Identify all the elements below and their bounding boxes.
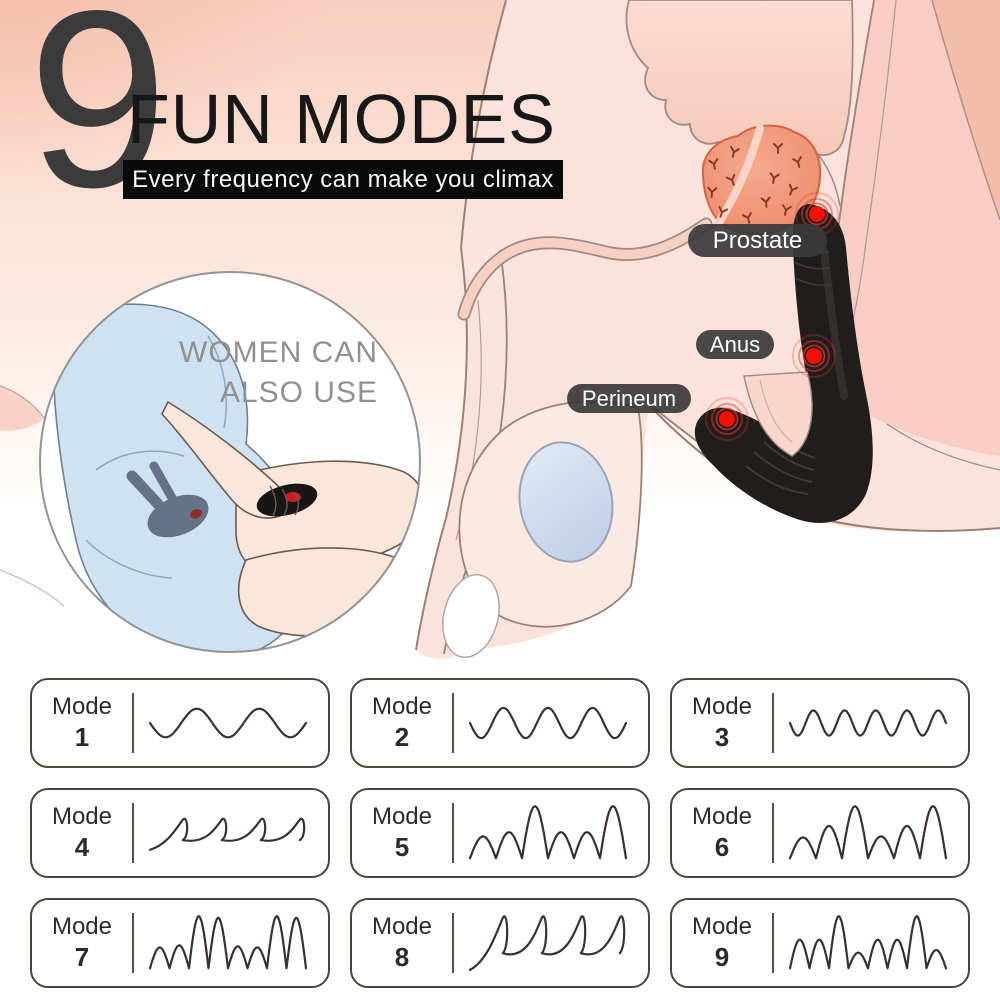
mode-divider [452, 693, 454, 753]
modes-grid: Mode 1 Mode 2 Mode 3 Mode 4 [30, 678, 970, 988]
mode-card: Mode 8 [350, 898, 650, 988]
callout-line1: WOMEN CAN [179, 336, 378, 369]
testicle [518, 441, 614, 563]
mode-number: 3 [714, 721, 730, 752]
prostate-texture [707, 143, 802, 224]
device-under-clothes [126, 461, 209, 538]
pulse-dot-perineum [705, 397, 749, 441]
label-anus: Anus [696, 330, 774, 359]
mode-label: Mode [371, 803, 433, 831]
mode-label-column: Mode 7 [32, 913, 132, 972]
mode-card: Mode 3 [670, 678, 970, 768]
anal-rim [743, 371, 813, 457]
mode-number: 4 [74, 831, 90, 862]
page-title: FUN MODES [127, 80, 556, 158]
glans [442, 573, 500, 659]
pulse-dot-anus [792, 334, 836, 378]
mode-divider [772, 803, 774, 863]
mode-label-column: Mode 1 [32, 693, 132, 752]
sacrum-region [812, 0, 1000, 456]
tagline-banner: Every frequency can make you climax [123, 160, 563, 199]
mode-number: 1 [74, 721, 90, 752]
mode-divider [452, 913, 454, 973]
mode-waveform [788, 709, 948, 737]
mode-divider [132, 693, 134, 753]
mode-divider [772, 693, 774, 753]
mode-label: Mode [691, 913, 753, 941]
label-perineum: Perineum [567, 384, 691, 413]
mode-label: Mode [691, 693, 753, 721]
mode-number: 5 [394, 831, 410, 862]
mode-label: Mode [371, 913, 433, 941]
massager-device [694, 204, 873, 523]
mode-divider [132, 913, 134, 973]
shirt-folds [85, 335, 227, 579]
mode-label-column: Mode 8 [352, 913, 452, 972]
corner-background [932, 0, 1000, 220]
mode-label-column: Mode 2 [352, 693, 452, 752]
mode-number: 9 [714, 941, 730, 972]
mode-waveform [468, 706, 628, 740]
mode-label-column: Mode 9 [672, 913, 772, 972]
mode-divider [452, 803, 454, 863]
mode-waveform [468, 805, 628, 860]
mode-number: 7 [74, 941, 90, 972]
mode-waveform [148, 915, 308, 970]
mode-waveform [788, 915, 948, 970]
label-prostate: Prostate [688, 224, 827, 257]
mode-label-column: Mode 4 [32, 803, 132, 862]
mode-waveform [148, 817, 306, 851]
mode-divider [772, 913, 774, 973]
mode-label: Mode [51, 913, 113, 941]
mode-card: Mode 7 [30, 898, 330, 988]
mode-label: Mode [371, 693, 433, 721]
mode-card: Mode 6 [670, 788, 970, 878]
mode-waveform [468, 915, 626, 971]
mode-label: Mode [691, 803, 753, 831]
callout-circle-border [39, 271, 421, 653]
callout-circle-illustration [39, 271, 421, 653]
mode-card: Mode 2 [350, 678, 650, 768]
mode-label: Mode [51, 693, 113, 721]
mode-card: Mode 9 [670, 898, 970, 988]
hand-fingers [269, 485, 300, 517]
mode-card: Mode 4 [30, 788, 330, 878]
mode-card: Mode 1 [30, 678, 330, 768]
mode-divider [132, 803, 134, 863]
prostate-gland [701, 124, 822, 235]
mode-label-column: Mode 6 [672, 803, 772, 862]
mode-waveform [788, 805, 948, 860]
mode-number: 6 [714, 831, 730, 862]
mode-label: Mode [51, 803, 113, 831]
mode-number: 8 [394, 941, 410, 972]
mode-waveform [148, 707, 308, 739]
mode-label-column: Mode 3 [672, 693, 772, 752]
callout-text: WOMEN CAN ALSO USE [170, 333, 378, 413]
mode-number: 2 [394, 721, 410, 752]
device-ridges [745, 245, 832, 495]
callout-line2: ALSO USE [219, 376, 378, 409]
mode-label-column: Mode 5 [352, 803, 452, 862]
mode-card: Mode 5 [350, 788, 650, 878]
